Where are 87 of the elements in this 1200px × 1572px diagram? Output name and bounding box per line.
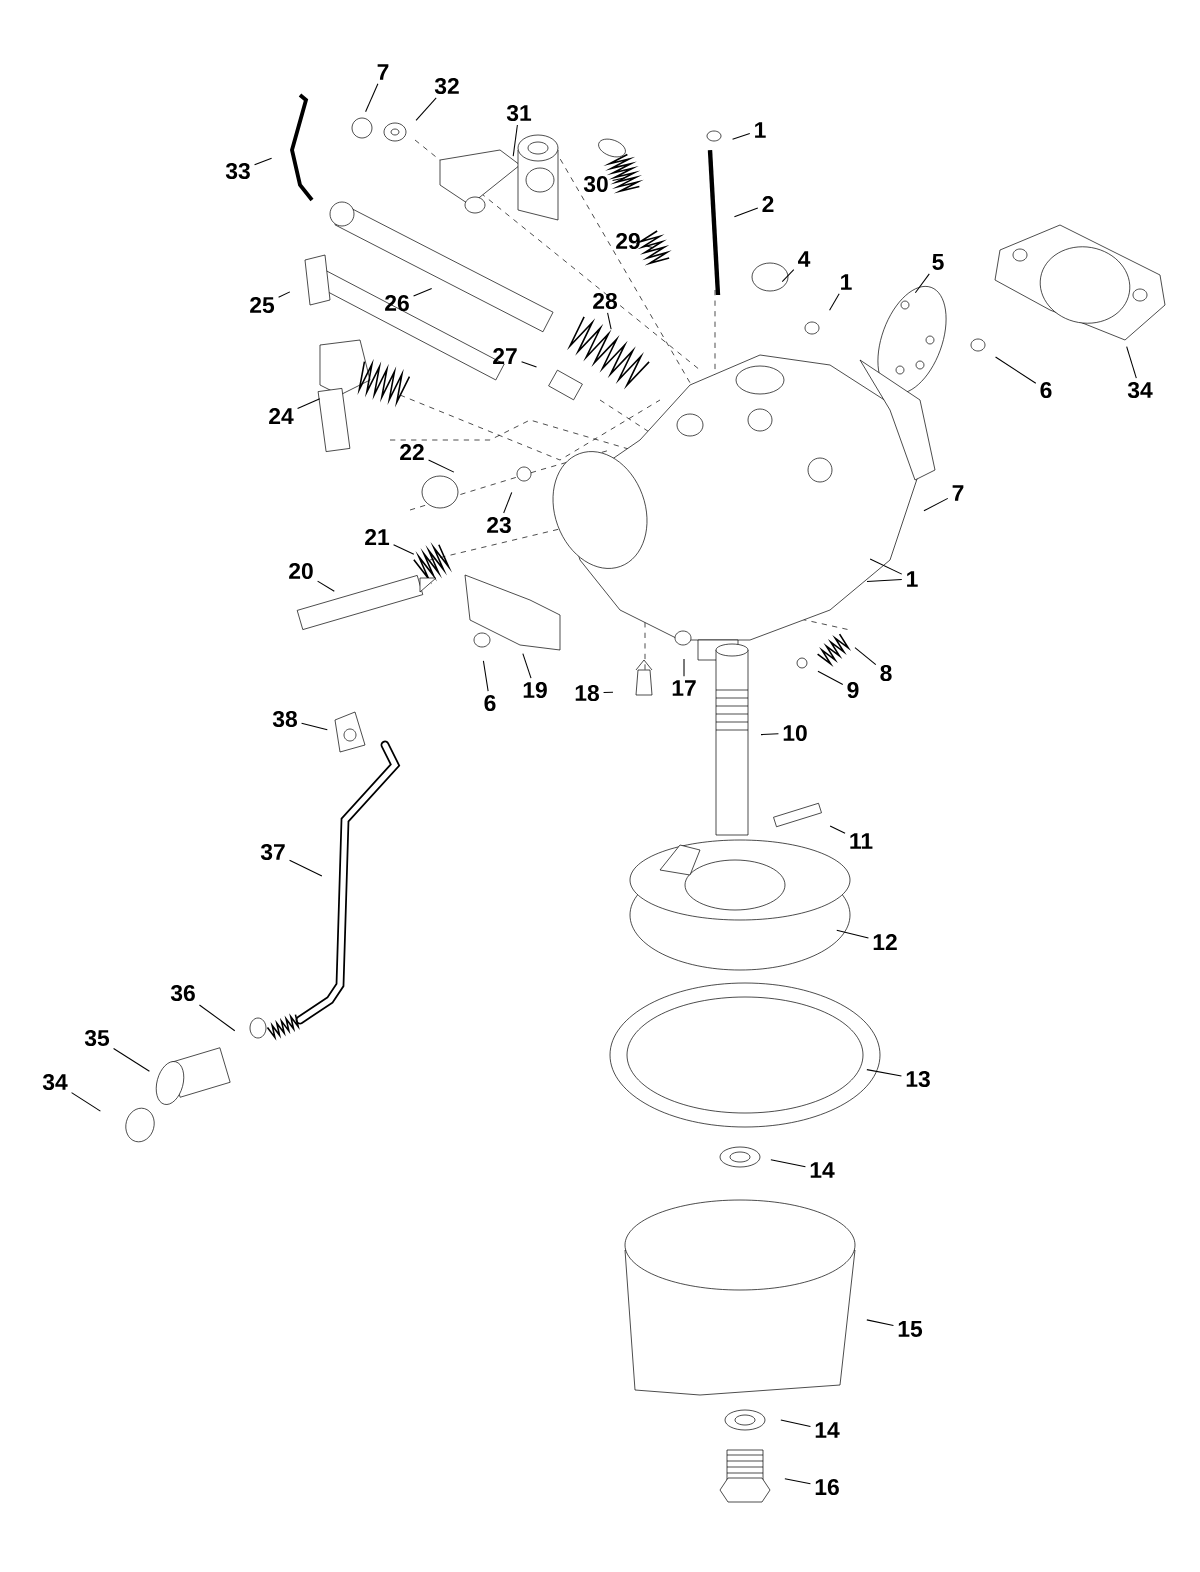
- callout-number: 36: [170, 984, 195, 1002]
- leader-line: [512, 124, 518, 157]
- callout-number: 17: [672, 680, 696, 696]
- leader-line: [770, 1159, 806, 1168]
- callout-number: 1: [841, 274, 852, 290]
- callout-number: 6: [484, 694, 496, 712]
- leader-line: [521, 361, 538, 368]
- callout-number: 24: [269, 408, 294, 424]
- leader-line: [995, 356, 1037, 384]
- callout-number: 7: [952, 485, 964, 501]
- callout-number: 1: [755, 122, 766, 138]
- callout-number: 26: [385, 294, 409, 312]
- leader-line: [71, 1092, 101, 1112]
- leader-line: [413, 287, 433, 297]
- leader-line: [780, 1419, 811, 1427]
- callout-number: 22: [400, 444, 424, 460]
- callout-number: 30: [583, 175, 608, 193]
- callout-number: 31: [506, 104, 532, 122]
- leader-line: [854, 647, 877, 666]
- leader-line: [869, 558, 903, 575]
- leader-line: [415, 97, 437, 121]
- leader-line: [829, 293, 840, 311]
- callout-number: 37: [260, 843, 285, 861]
- leader-line: [198, 1004, 236, 1032]
- leader-line: [914, 273, 930, 294]
- leader-line: [278, 291, 291, 298]
- callout-number: 32: [434, 77, 459, 95]
- leader-line: [522, 653, 532, 679]
- callout-number: 38: [272, 710, 297, 728]
- callout-number: 23: [487, 516, 511, 534]
- leader-line: [817, 670, 844, 686]
- callout-number: 21: [365, 529, 390, 545]
- callout-number: 12: [873, 934, 897, 950]
- callout-number: 14: [815, 1422, 840, 1438]
- callout-number: 16: [815, 1478, 839, 1496]
- callout-number: 34: [42, 1073, 68, 1091]
- callout-number: 1: [907, 571, 918, 587]
- leader-line: [733, 207, 759, 218]
- leader-line: [836, 929, 869, 939]
- leader-line: [732, 132, 751, 140]
- callout-number: 25: [250, 296, 275, 314]
- leader-line: [1126, 346, 1137, 379]
- leader-line: [297, 398, 321, 410]
- callout-number: 29: [616, 232, 640, 250]
- leader-line: [603, 691, 614, 694]
- callout-number: 9: [847, 681, 859, 699]
- callout-number: 19: [523, 681, 547, 699]
- leader-line: [482, 660, 489, 692]
- callout-number: 27: [493, 348, 517, 364]
- callout-number: 18: [575, 684, 599, 702]
- callout-number: 4: [798, 251, 811, 267]
- callout-number: 2: [762, 196, 774, 212]
- leader-line: [781, 269, 795, 283]
- callout-number: 33: [225, 162, 250, 180]
- callout-number: 35: [84, 1029, 110, 1047]
- leader-line: [866, 1319, 894, 1327]
- leader-line: [866, 579, 903, 583]
- callout-number: 20: [289, 562, 313, 580]
- callout-number: 34: [1127, 381, 1153, 399]
- callout-number: 7: [377, 64, 389, 80]
- leader-line: [829, 825, 846, 834]
- leader-line: [923, 497, 949, 512]
- leader-line: [365, 83, 379, 113]
- leader-line: [607, 312, 612, 330]
- callout-number: 14: [810, 1162, 835, 1178]
- leader-line: [612, 177, 626, 182]
- leader-line: [428, 459, 455, 473]
- leader-line: [301, 722, 328, 731]
- leader-line: [254, 157, 273, 166]
- callout-number: 10: [783, 724, 807, 742]
- leader-line: [683, 658, 685, 677]
- callout-number: 13: [906, 1070, 930, 1088]
- callout-number: 28: [593, 292, 617, 310]
- leader-line: [760, 733, 779, 736]
- callout-number: 8: [880, 664, 892, 682]
- leader-line: [866, 1069, 902, 1077]
- leader-line: [289, 859, 323, 877]
- leader-line: [393, 544, 415, 555]
- callout-number: 15: [898, 1321, 923, 1337]
- leader-line: [644, 244, 654, 249]
- leader-line: [113, 1048, 150, 1072]
- callout-number: 11: [850, 833, 873, 849]
- callout-number: 6: [1040, 381, 1052, 399]
- leader-line: [503, 491, 513, 514]
- leader-line: [784, 1478, 811, 1485]
- leader-line: [317, 580, 335, 592]
- callout-number: 5: [932, 254, 944, 270]
